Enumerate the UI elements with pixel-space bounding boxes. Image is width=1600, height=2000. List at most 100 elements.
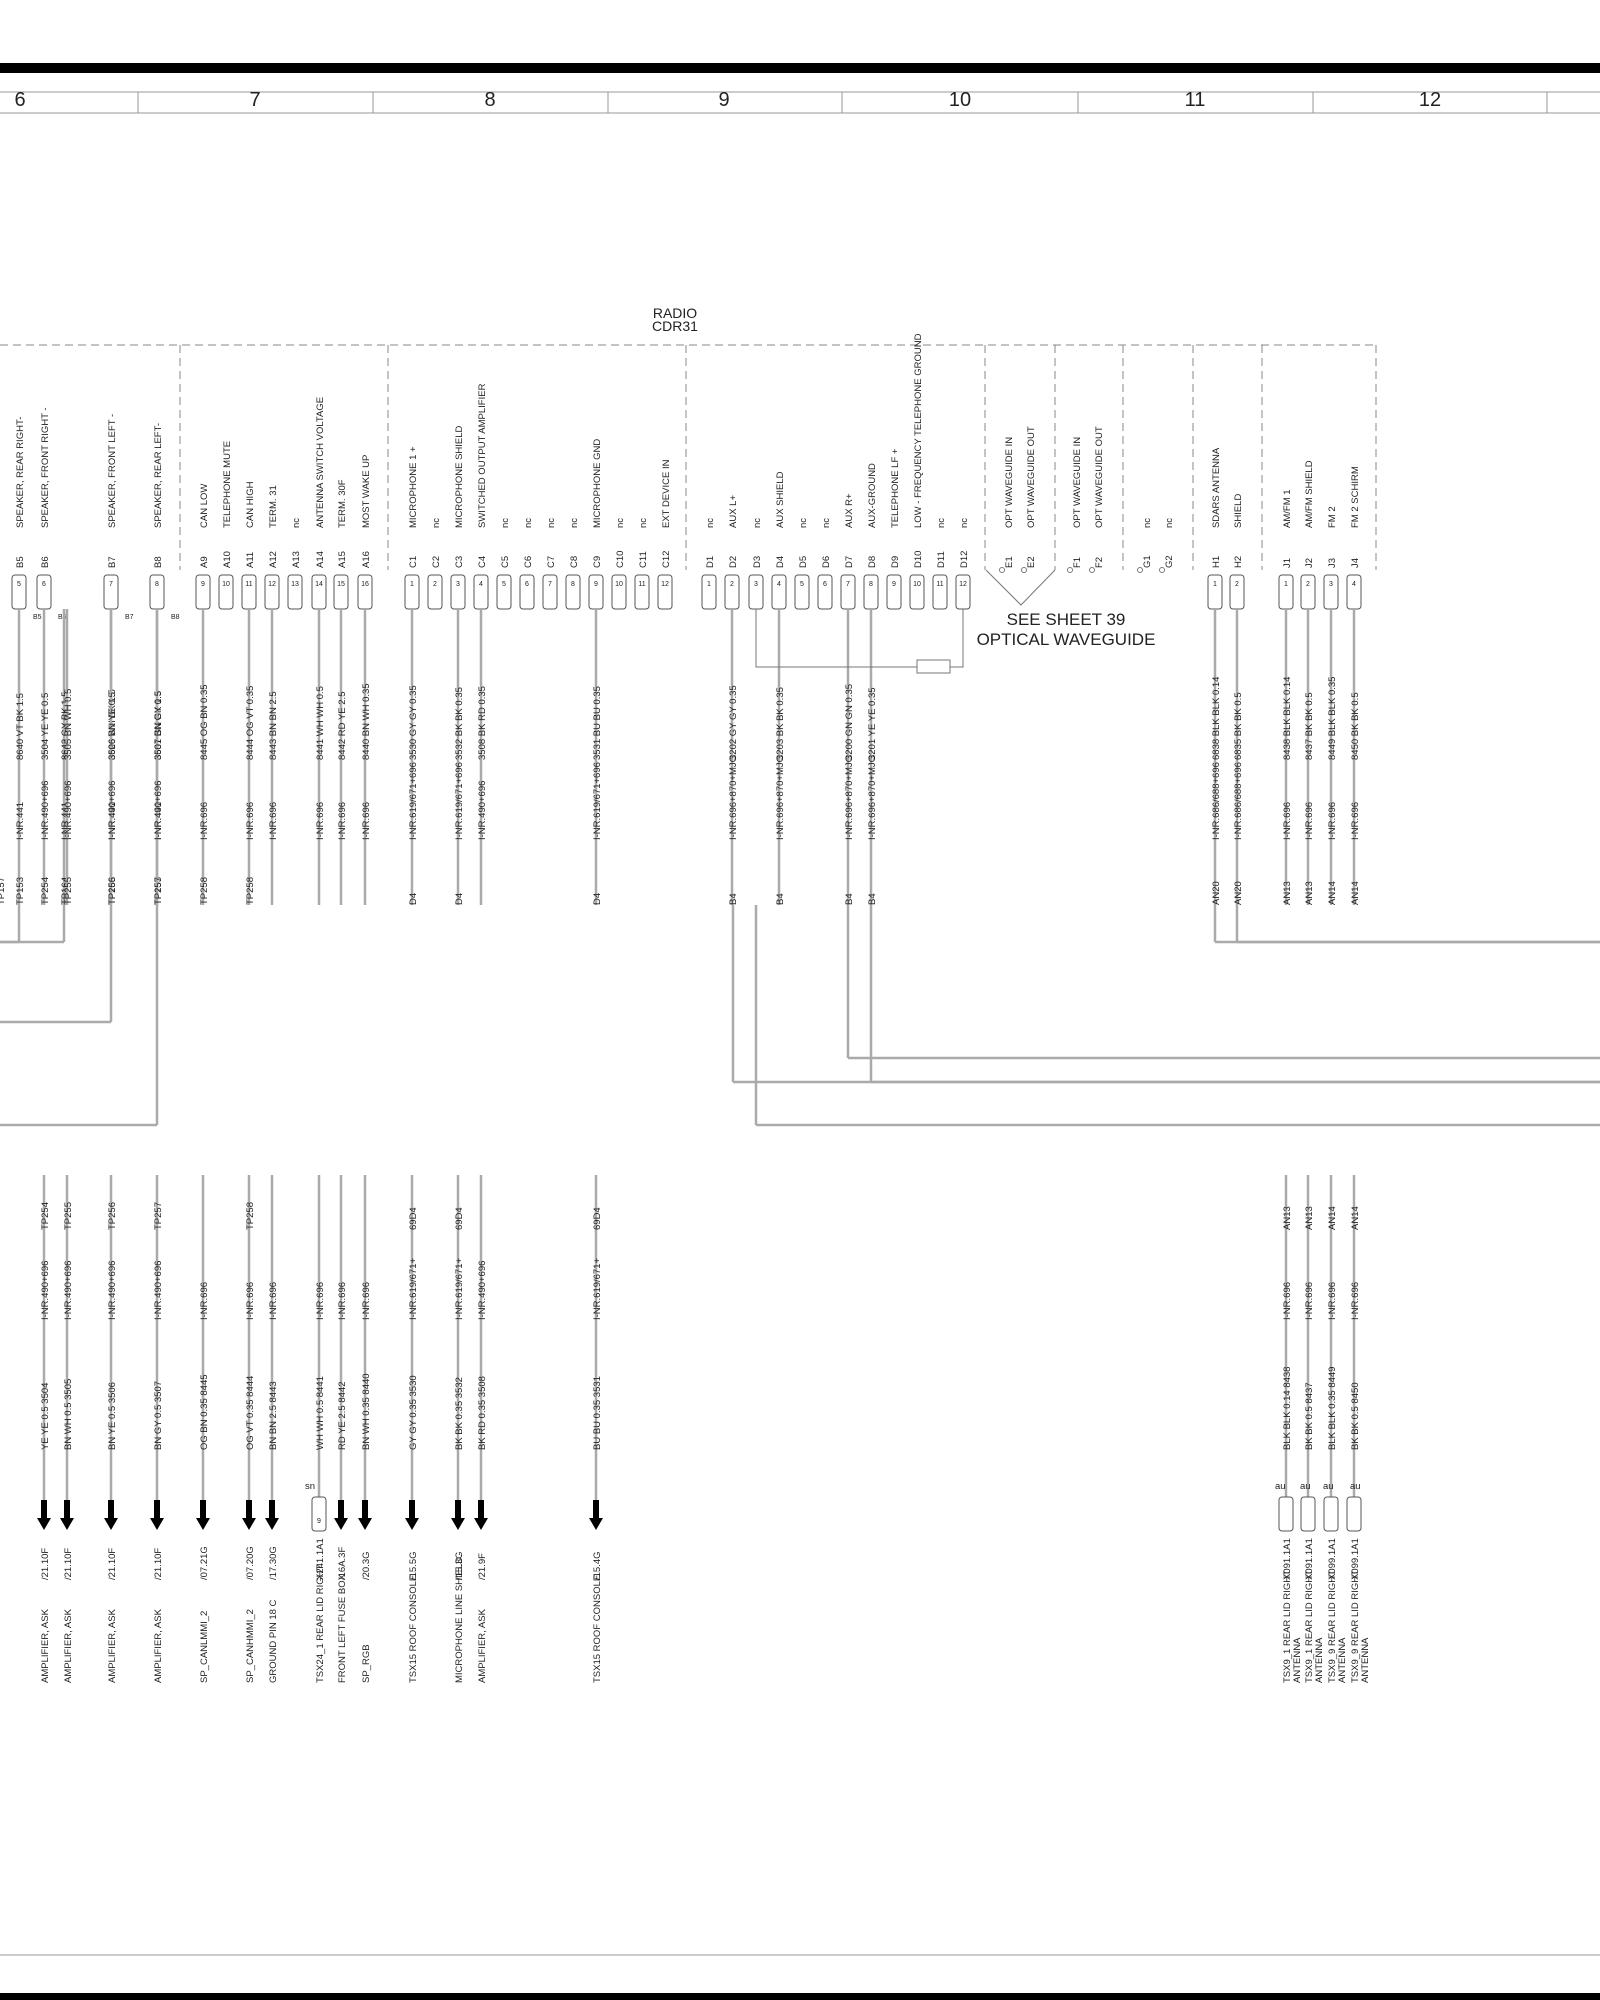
pin-function-label: AM/FM SHIELD [1304,460,1315,528]
segment-tag: 69D4 [454,1207,465,1230]
pin-id-label: C9 [592,556,603,568]
pin-open-contact [1159,567,1165,573]
pin-number: 8 [869,581,873,588]
segment-tag: TP256 [107,1202,118,1230]
segment-tag: TP256 [107,877,118,905]
pin-function-label: nc [936,518,947,528]
pin-function-label: nc [615,518,626,528]
pin-number: 14 [315,581,323,588]
connector-arrow [334,1500,348,1530]
pin-id-label: D11 [936,551,947,568]
destination-description: TSX9_1 REAR LID RIGHT [1282,1570,1293,1683]
pin-function-label: OPT WAVEGUIDE OUT [1094,426,1105,528]
wire-route-label: I-NR.490+696 [477,1261,488,1320]
pin-number: 15 [337,581,345,588]
pin-id-label: B5 [15,556,26,568]
segment-tag: B4 [867,893,878,905]
pin-function-label: EXT DEVICE IN [661,459,672,528]
pin-number: 4 [777,581,781,588]
pin-id-label: A13 [291,551,302,568]
pin-function-label: MOST WAKE UP [361,455,372,528]
pin-id-label: C6 [523,556,534,568]
pin-id-label: J3 [1327,558,1338,568]
wire-spec-label: BN YE 0.5 3506 [107,1382,118,1450]
wire-spec-label: 8437 BK BK 0.5 [1304,692,1315,760]
wire-route-label: I-NR.490+696 [63,781,74,840]
connector-arrow [60,1500,74,1530]
pin-id-label: F1 [1072,557,1083,568]
zone-number: 10 [949,89,971,111]
destination-description: ANTENNA [1314,1637,1325,1683]
wire-route-label: I-NR.696+870+MJC [728,755,739,840]
pin-number: 5 [502,581,506,588]
pin-number: 1 [1284,581,1288,588]
wire-route-label: I-NR.696 [199,1282,210,1320]
segment-tag: AN14 [1350,1206,1361,1230]
pin-function-label: SPEAKER, FRONT RIGHT - [40,407,51,528]
destination-description: TSX9_9 REAR LID RIGHT [1327,1570,1338,1683]
pin-id-label: C12 [661,551,672,568]
connector-arrow [37,1500,51,1530]
pin-id-label: A15 [337,551,348,568]
wire-spec-label: BN BN 2.5 8443 [268,1381,279,1450]
pin-function-label: nc [1142,518,1153,528]
pin-function-label: FM 2 SCHIRM [1350,466,1361,528]
pin-function-label: OPT WAVEGUIDE IN [1072,437,1083,528]
destination-ref: /15.3G [454,1551,465,1580]
wire-route-label: I-NR.490+696 [107,1261,118,1320]
wire-route-label: I-NR.696 [337,802,348,840]
pin-id-label: D10 [913,551,924,568]
wire-spec-label: BK BK 0.35 3532 [454,1377,465,1450]
wire-spec-label: 3202 GY GY 0.35 [728,685,739,760]
destination-ref: X091.1A1 [1304,1538,1315,1580]
segment-tag: 69D4 [592,1207,603,1230]
destination-description: SP_RGB [361,1644,372,1683]
pin-id-label: C11 [638,551,649,568]
destination-ref: /17.30G [268,1546,279,1580]
pin-id-label: A9 [199,556,210,568]
pin-id-label: A11 [245,552,256,568]
antenna-connector [1278,1496,1294,1532]
segment-tag: TP258 [245,877,256,905]
pin-id-label: D1 [705,556,716,568]
pin-id-label: A16 [361,551,372,568]
segment-tag: D4 [592,893,603,905]
wire-route-label: I-NR.490+696 [107,781,118,840]
pin-number: 7 [109,581,113,588]
pin-function-label: AUX-GROUND [867,463,878,528]
pin-function-label: nc [1164,518,1175,528]
wire-route-label: I-NR.696 [337,1282,348,1320]
pin-function-label: nc [705,518,716,528]
pin-id-label: E1 [1004,556,1015,568]
pin-id-label: B6 [40,556,51,568]
pin-number: 10 [615,581,623,588]
component-code: CDR31 [652,318,698,334]
segment-tag: TP155 [153,877,164,905]
pin-number: 7 [846,581,850,588]
destination-ref: /15.5G [408,1551,419,1580]
wire-spec-label: 3507 BN GY 0.5 [153,691,164,760]
wire-route-label: I-NR.696 [1327,1282,1338,1320]
wire-spec-label: 8440 BN WH 0.35 [361,683,372,760]
pin-id-label: C5 [500,556,511,568]
segment-tag: AN13 [1304,881,1315,905]
destination-description: SP_CANHMMI_2 [245,1609,256,1683]
pin-id-label: J4 [1350,558,1361,568]
wire-route-label: I-NR.490+696 [153,781,164,840]
connector-pin-number: 9 [317,1518,321,1525]
see-sheet-reference: OPTICAL WAVEGUIDE [977,630,1156,649]
wire-spec-label: 8441 WH WH 0.5 [315,686,326,760]
segment-tag: B4 [775,893,786,905]
pin-function-label: MICROPHONE SHIELD [454,425,465,528]
pin-id-label: C2 [431,556,442,568]
pin-terminal [565,574,581,610]
pin-number: 3 [1329,581,1333,588]
pin-terminal [519,574,535,610]
pin-function-label: nc [638,518,649,528]
pin-function-label: SPEAKER, FRONT LEFT - [107,414,118,528]
pin-id-label: J2 [1304,558,1315,568]
pin-id-label: D9 [890,556,901,568]
wire-route-label: I-NR.696 [245,802,256,840]
